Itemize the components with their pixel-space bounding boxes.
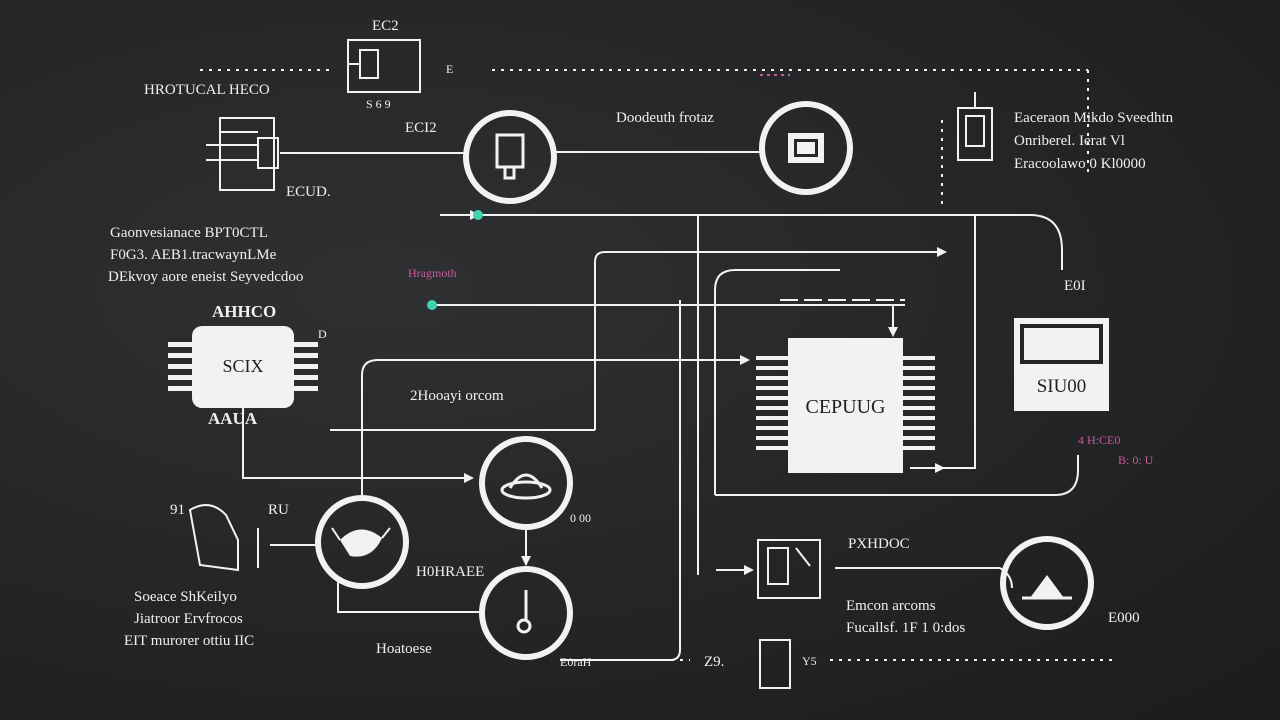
diode-label: Doodeuth frotaz: [616, 110, 714, 126]
comp1: [206, 117, 279, 191]
left-title: HROTUCAL HECO: [144, 82, 270, 98]
needle-icon: [516, 590, 532, 634]
comp-bottom-mid: [757, 539, 821, 599]
left-block-line-1: Gaonvesianace BPT0CTL: [110, 225, 268, 241]
wire-cpu-right: [910, 215, 976, 469]
chip-left: [168, 326, 318, 408]
chip-center-text: CEPUUG: [805, 396, 886, 418]
bottom-small-2: Y5: [802, 654, 817, 668]
right-block-line-1: Eaceraon Mikdo Sveedhtn: [1014, 110, 1174, 126]
chip-d-label: D: [318, 327, 327, 341]
wire-loop-node3: [361, 359, 740, 495]
wire-top-loop: [440, 214, 1063, 270]
node-bottom: [479, 566, 573, 660]
teal-dot-1: [473, 210, 483, 220]
node1-code: ECI2: [405, 120, 437, 136]
wire-bottom-right: [715, 455, 1079, 496]
arrow-node2-connect: [744, 565, 754, 575]
bottom-code: Z9.: [704, 654, 725, 670]
right-bottom-label: E000: [1108, 610, 1140, 626]
bottom-left-line-2: Jiatroor Ervfrocos: [134, 611, 243, 627]
pink-right-label: 4 H:CE0: [1078, 433, 1121, 447]
left-block-line-3: DEkvoy aore eneist Seyvedcdoo: [108, 269, 304, 285]
bottom-left-ru: RU: [268, 502, 289, 518]
right-block-line-2: Onriberel. Ierat Vl: [1014, 133, 1125, 149]
bottom-left-91: 91: [170, 502, 185, 518]
arrow-cpu-in: [888, 327, 898, 337]
button-icon: [500, 473, 552, 500]
pink-right-sub: B: 0: U: [1118, 453, 1154, 467]
top-code-sub: S 6 9: [366, 97, 391, 111]
wire-vertical-680: [560, 300, 681, 661]
node-small-label: 0 00: [570, 511, 591, 525]
wire-long-right: [594, 251, 945, 430]
pink-small-label: Hragmoth: [408, 266, 457, 280]
chip-center: [756, 338, 935, 473]
top-code-label: EC2: [372, 18, 399, 34]
wire-right-loop: [714, 269, 840, 495]
node-left: [315, 495, 409, 589]
triangle-icon: [1022, 575, 1072, 600]
monitor: [1014, 318, 1109, 411]
teal-dot-2: [427, 300, 437, 310]
pill-icon: [495, 133, 525, 180]
wire-node6-curve: [999, 567, 1013, 589]
arrow-chip-down: [464, 473, 474, 483]
right-mid-label: PXHDOC: [848, 536, 910, 552]
sensor-left: [188, 504, 259, 572]
bottom-left-line-3: EIT murorer ottiu IIC: [124, 633, 255, 649]
top-small-label: E: [446, 62, 454, 76]
left-block-line-2: F0G3. AEB1.tracwaynLMe: [110, 247, 277, 263]
chip-left-bottom-label: AAUA: [208, 409, 258, 428]
right-low-line-2: Fucallsf. 1F 1 0:dos: [846, 620, 966, 636]
arrow-node3-node5: [521, 556, 531, 566]
arrow-mid: [740, 355, 750, 365]
bottom-mid-small: E0raH: [560, 655, 592, 669]
top-component: [347, 39, 421, 93]
chip-left-text: SCIX: [222, 356, 264, 376]
comp-bottom: [759, 639, 791, 689]
arrow-cpu-right: [935, 463, 945, 473]
bug-icon: [331, 527, 391, 557]
bottom-mid-label: Hoatoese: [376, 641, 432, 657]
right-block-line-3: Eracoolawo 0 Kl0000: [1014, 156, 1146, 172]
node-label: H0HRAEE: [416, 564, 485, 580]
monitor-text: SIU00: [1036, 376, 1087, 397]
wire-chip-down: [242, 405, 470, 479]
node-right: [1000, 536, 1094, 630]
node-mid: [479, 436, 573, 530]
right-code: E0I: [1064, 278, 1086, 294]
bottom-left-line-1: Soeace ShKeilyo: [134, 589, 237, 605]
right-low-line-1: Emcon arcoms: [846, 598, 936, 614]
chip-left-top-label: AHHCO: [212, 302, 277, 321]
node-top: [463, 110, 557, 204]
comp1-sub: ECUD.: [286, 184, 331, 200]
node-top-right: [759, 101, 853, 195]
chip-icon: [788, 133, 824, 163]
wire-node4-node5: [337, 580, 482, 613]
mid-label: 2Hooayi orcom: [410, 388, 504, 404]
arrow-long-right: [937, 247, 947, 257]
right-top-component: [941, 92, 993, 205]
